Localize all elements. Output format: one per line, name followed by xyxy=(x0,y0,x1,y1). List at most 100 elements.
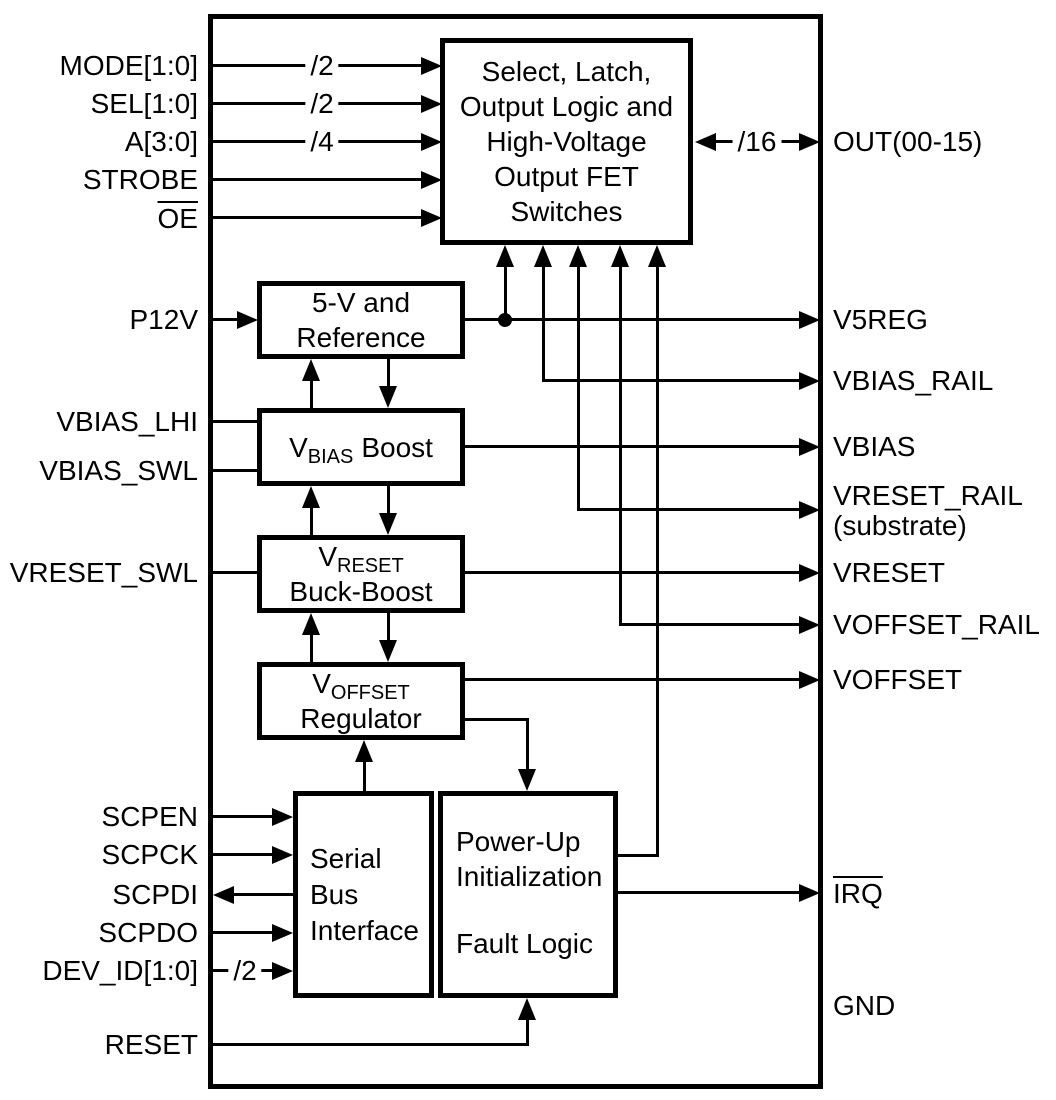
riser-v5reg xyxy=(504,265,507,320)
bus-width-sel: /2 xyxy=(305,89,339,119)
wire-reset xyxy=(210,1043,529,1046)
block-label-line: Output FET xyxy=(494,161,639,192)
arrowhead-scpdi xyxy=(213,886,234,904)
wire-vbias xyxy=(463,445,799,448)
pin-label-reset: RESET xyxy=(104,1029,198,1060)
block-label-line: Interface xyxy=(310,914,419,946)
wire-voffset-to-powerup-h xyxy=(463,718,528,721)
pin-label-strobe: STROBE xyxy=(82,164,198,195)
wire-up-ref5v xyxy=(310,378,313,408)
wire-scpdi xyxy=(234,893,293,896)
wire-reset-riser xyxy=(526,1017,529,1045)
block-vreset-buck-boost: VRESET Buck-Boost xyxy=(257,535,465,613)
arrowhead-vreset-rail xyxy=(799,501,820,519)
pin-label-vbias-rail: VBIAS_RAIL xyxy=(833,365,994,396)
riser-powerup xyxy=(656,265,659,856)
arrowhead-down-vreset xyxy=(379,513,397,535)
block-voffset-regulator: VOFFSET Regulator xyxy=(257,662,465,740)
wire-vreset-rail xyxy=(577,508,799,511)
arrowhead-mode xyxy=(421,57,442,75)
riser-vreset-rail xyxy=(577,265,580,510)
arrowhead-irq xyxy=(799,884,820,902)
block-label-line: 5-V and xyxy=(311,287,411,318)
pin-label-vbias-swl: VBIAS_SWL xyxy=(39,455,198,486)
arrowhead-scpck xyxy=(272,846,293,864)
block-label-line: Output Logic and xyxy=(459,91,674,122)
pin-label-vreset: VRESET xyxy=(833,557,946,588)
wire-vbias-lhi xyxy=(210,420,259,423)
pin-label-mode: MODE[1:0] xyxy=(59,50,198,81)
block-label-line: High-Voltage xyxy=(486,126,647,157)
arrowhead-up-ref5v xyxy=(302,359,320,381)
wire-oe xyxy=(210,216,422,219)
wire-up-vreset xyxy=(310,632,313,662)
pin-label-v5reg: V5REG xyxy=(833,304,928,335)
arrowhead-a xyxy=(421,133,442,151)
bus-width-a: /4 xyxy=(305,127,339,157)
pin-label-oe: OE xyxy=(157,203,198,234)
wire-voffset-rail xyxy=(619,623,799,626)
block-label-line: Buck-Boost xyxy=(289,576,433,607)
arrowhead-out-left xyxy=(695,133,716,151)
wire-down-vreset xyxy=(387,486,390,516)
pin-label-line: (substrate) xyxy=(833,510,967,541)
wire-strobe xyxy=(210,178,422,181)
arrowhead-riser-v5reg xyxy=(496,245,514,267)
arrowhead-vbias xyxy=(799,438,820,456)
block-serial-bus-interface: Serial Bus Interface xyxy=(293,791,434,998)
pin-label-out: OUT(00-15) xyxy=(833,126,983,157)
wire-vreset xyxy=(463,571,799,574)
pin-label-vbias: VBIAS xyxy=(833,431,916,462)
arrowhead-scpen xyxy=(272,808,293,826)
riser-voffset-rail xyxy=(619,265,622,625)
pin-label-vreset-rail: VRESET_RAIL (substrate) xyxy=(833,481,1023,541)
junction-dot xyxy=(498,313,512,327)
arrowhead-oe xyxy=(421,209,442,227)
arrowhead-riser-voffset-rail xyxy=(611,245,629,267)
arrowhead-up-voffset xyxy=(355,740,373,762)
block-label-line: Select, Latch, xyxy=(481,56,652,87)
pin-label-vreset-swl: VRESET_SWL xyxy=(9,557,198,588)
block-5v-reference: 5-V and Reference xyxy=(257,281,465,359)
block-label-line: VRESET xyxy=(318,541,404,577)
arrowhead-riser-powerup xyxy=(648,245,666,267)
wire-vbias-rail xyxy=(542,379,799,382)
arrowhead-down-voffset xyxy=(379,640,397,662)
wire-scpen xyxy=(210,815,272,818)
bus-width-out: /16 xyxy=(732,127,782,157)
pin-label-voffset-rail: VOFFSET_RAIL xyxy=(833,609,1040,640)
wire-vbias-swl xyxy=(210,469,259,472)
wire-down-voffset xyxy=(387,613,390,643)
arrowhead-riser-vreset-rail xyxy=(569,245,587,267)
block-powerup-fault-logic: Power-Up Initialization Fault Logic xyxy=(438,791,618,998)
bus-width-dev-id: /2 xyxy=(228,956,262,986)
pin-label-voffset: VOFFSET xyxy=(833,664,963,695)
block-label-line: Regulator xyxy=(300,703,422,734)
arrowhead-up-vbias xyxy=(302,486,320,508)
pin-label-a: A[3:0] xyxy=(124,126,198,157)
wire-up-vbias xyxy=(310,505,313,535)
pin-label-gnd: GND xyxy=(833,990,896,1021)
block-label-line: Serial xyxy=(310,842,382,874)
block-label-line: Initialization xyxy=(456,861,603,892)
arrowhead-up-vreset xyxy=(302,613,320,635)
block-label-line: Switches xyxy=(510,196,623,227)
wire-scpdo xyxy=(210,931,272,934)
block-select-latch-output: Select, Latch, Output Logic and High-Vol… xyxy=(440,38,693,245)
arrowhead-out-right xyxy=(799,133,820,151)
wire-up-voffset xyxy=(363,759,366,791)
arrowhead-voffset xyxy=(799,671,820,689)
pin-label-scpdo: SCPDO xyxy=(98,917,198,948)
wire-irq xyxy=(616,891,799,894)
arrowhead-scpdo xyxy=(272,924,293,942)
arrowhead-down-vbias xyxy=(379,386,397,408)
wire-powerup-stub xyxy=(616,854,659,857)
pin-label-sel: SEL[1:0] xyxy=(90,88,198,119)
pin-label-scpck: SCPCK xyxy=(101,839,198,870)
pin-label-scpen: SCPEN xyxy=(101,801,198,832)
arrowhead-voffset-to-powerup xyxy=(518,769,536,791)
block-label-line: Power-Up xyxy=(456,826,581,857)
